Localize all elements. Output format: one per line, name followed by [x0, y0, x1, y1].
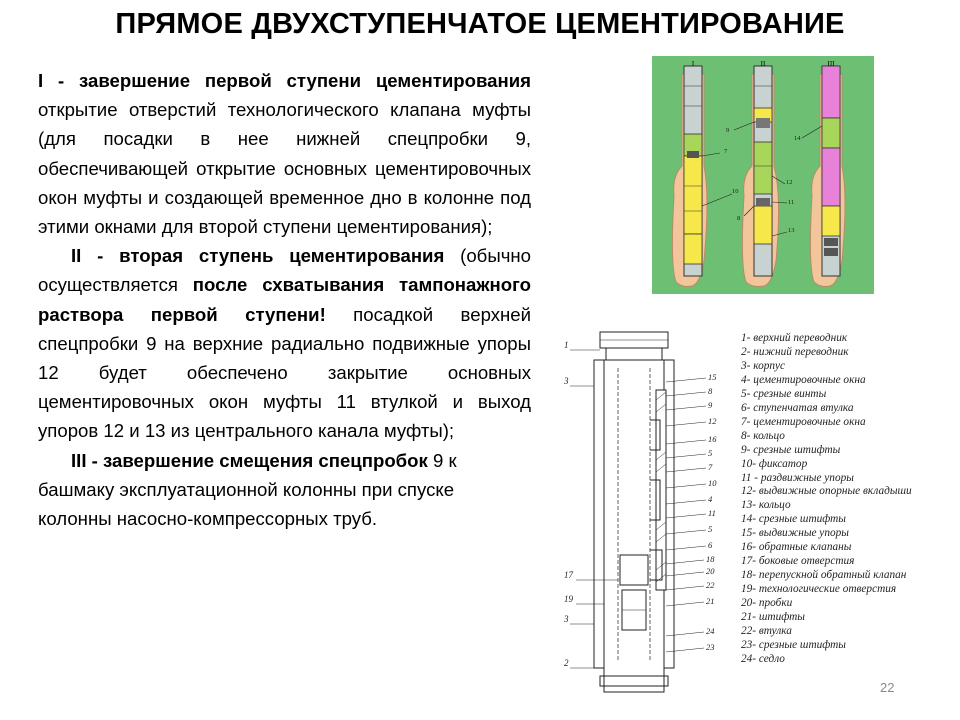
legend-item: 23- срезные штифты: [741, 638, 846, 651]
legend-item: 22- втулка: [741, 625, 792, 638]
paragraph-stage-1: I - завершение первой ступени цементиров…: [38, 66, 531, 241]
stage-1-text: открытие отверстий технологического клап…: [38, 99, 531, 238]
callout-right-22: 22: [706, 580, 715, 590]
legend-item: 9- срезные штифты: [741, 443, 841, 456]
legend-item: 10- фиксатор: [741, 457, 808, 470]
coupling-drawing: 1 3 17 19 3 2 15 8 9 12 16 5 7 10 4 11 5…: [563, 331, 717, 693]
cementing-stages-figure: I II III 9 7 10 12 11 8 14 13: [652, 56, 874, 294]
legend-item: 17- боковые отверстия: [741, 555, 855, 568]
stage-2-text-b: посадкой верхней спецпробки 9 на верхние…: [38, 303, 531, 442]
legend-item: 2- нижний переводник: [741, 345, 849, 358]
callout-right-24: 24: [706, 626, 715, 636]
callout-right-5a: 5: [708, 448, 712, 458]
legend-item: 13- кольцо: [741, 499, 791, 512]
stage-3-column: [809, 65, 846, 287]
stage-1-heading: I - завершение первой ступени цементиров…: [38, 70, 531, 91]
callout-right-18: 18: [706, 554, 715, 564]
paragraph-stage-2: II - вторая ступень цементирования (обыч…: [38, 241, 531, 445]
stage-label-3: III: [828, 60, 836, 68]
callout-right-23: 23: [706, 642, 715, 652]
legend-item: 12- выдвижные опорные вкладыши: [741, 485, 912, 498]
callout-9: 9: [726, 127, 729, 134]
legend-item: 21- штифты: [741, 611, 805, 624]
legend-item: 3- корпус: [741, 359, 786, 372]
stage-1-column: [671, 65, 708, 287]
legend-item: 1- верхний переводник: [741, 332, 848, 344]
legend-item: 7- цементировочные окна: [741, 415, 866, 428]
stage-label-2: II: [761, 60, 766, 68]
stage-3-text: 9 к башмаку эксплуатационной колонны при…: [38, 449, 457, 530]
callout-right-16: 16: [708, 434, 717, 444]
legend-item: 20- пробки: [741, 597, 793, 610]
callout-right-11: 11: [708, 508, 716, 518]
callout-13: 13: [788, 227, 795, 234]
callout-8: 8: [737, 215, 740, 222]
legend-item: 15- выдвижные упоры: [741, 527, 849, 540]
paragraph-stage-3: III - завершение смещения спецпробок 9 к…: [38, 446, 531, 534]
callout-left-17: 17: [564, 570, 574, 580]
stage-label-1: I: [692, 60, 695, 68]
legend-item: 14- срезные штифты: [741, 513, 846, 526]
parts-legend: 1- верхний переводник 2- нижний переводн…: [741, 332, 951, 667]
callout-12: 12: [786, 179, 793, 186]
legend-item: 16- обратные клапаны: [741, 541, 852, 554]
legend-item: 24- седло: [741, 652, 785, 665]
legend-item: 4- цементировочные окна: [741, 373, 866, 386]
callout-right-21: 21: [706, 596, 715, 606]
callout-right-6: 6: [708, 540, 713, 550]
callout-right-12: 12: [708, 416, 717, 426]
main-text: I - завершение первой ступени цементиров…: [38, 66, 531, 533]
callout-left-19: 19: [564, 594, 574, 604]
callout-10: 10: [732, 188, 739, 195]
legend-item: 5- срезные винты: [741, 387, 827, 400]
legend-item: 19- технологические отверстия: [741, 583, 897, 596]
stage-2-emphasis: после схватывания тампонажного раствора …: [38, 274, 532, 325]
callout-right-5b: 5: [708, 524, 712, 534]
stage-2-column: [741, 65, 780, 287]
page-number: 22: [880, 680, 895, 695]
callout-left-2: 2: [564, 658, 569, 668]
callout-right-20: 20: [706, 566, 715, 576]
legend-item: 11 - раздвижные упоры: [741, 471, 854, 484]
stage-3-heading: III - завершение смещения спецпробок: [71, 449, 428, 471]
legend-item: 18- перепускной обратный клапан: [741, 569, 907, 582]
stage-2-heading: II - вторая ступень цементирования: [71, 245, 445, 267]
callout-right-9: 9: [708, 400, 713, 410]
callout-left-3b: 3: [563, 614, 569, 624]
callout-right-10: 10: [708, 478, 717, 488]
callout-left-3a: 3: [563, 376, 569, 386]
legend-item: 6- ступенчатая втулка: [741, 401, 854, 414]
callout-11: 11: [788, 199, 794, 206]
callout-left-1: 1: [564, 340, 569, 350]
callout-right-15: 15: [708, 372, 717, 382]
callout-right-4: 4: [708, 494, 713, 504]
callout-14: 14: [794, 135, 801, 142]
callout-7: 7: [724, 148, 728, 155]
callout-right-7: 7: [708, 462, 713, 472]
stage-2-text-a: (обычно осуществляется: [38, 245, 531, 296]
slide-title: ПРЯМОЕ ДВУХСТУПЕНЧАТОЕ ЦЕМЕНТИРОВАНИЕ: [115, 8, 845, 40]
legend-item: 8- кольцо: [741, 429, 785, 442]
callout-right-8: 8: [708, 386, 713, 396]
